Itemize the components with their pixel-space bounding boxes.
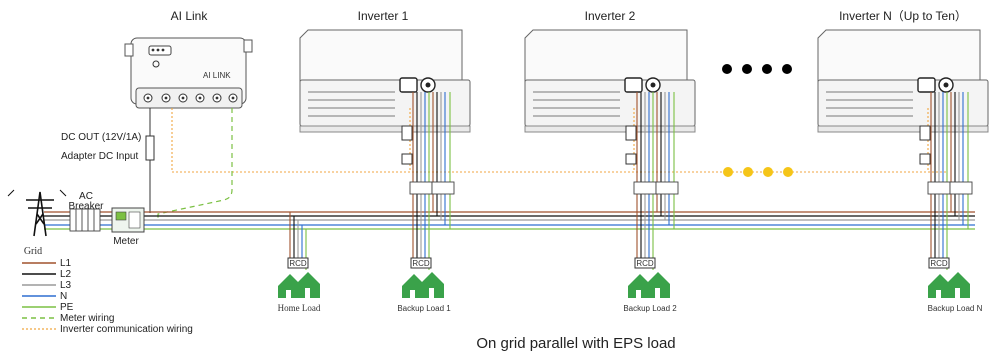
house-icon bbox=[628, 272, 670, 298]
ac-bus bbox=[44, 211, 975, 230]
svg-text:Meter wiring: Meter wiring bbox=[60, 313, 114, 324]
diagram-caption: On grid parallel with EPS load bbox=[476, 335, 675, 352]
svg-text:RCD: RCD bbox=[412, 259, 430, 268]
house-icon bbox=[402, 272, 444, 298]
legend-item-l1: L1 bbox=[22, 258, 72, 269]
ai-link-badge: AI LINK bbox=[203, 71, 231, 80]
ac-breakers bbox=[409, 181, 973, 195]
yellow-ellipsis bbox=[723, 167, 793, 177]
legend-item-meter-wiring: Meter wiring bbox=[22, 313, 114, 324]
svg-text:N: N bbox=[60, 291, 67, 302]
svg-text:RCD: RCD bbox=[930, 259, 948, 268]
ai-link-title: AI Link bbox=[171, 9, 209, 23]
grid-label: Grid bbox=[24, 246, 42, 257]
backup-load-n-label: Backup Load N bbox=[928, 304, 983, 313]
rcd-backup-n: RCD bbox=[928, 257, 950, 269]
svg-text:RCD: RCD bbox=[289, 259, 307, 268]
ac-breaker-label-2: Breaker bbox=[68, 201, 104, 212]
inverter-2-title: Inverter 2 bbox=[585, 9, 636, 23]
svg-text:L3: L3 bbox=[60, 280, 72, 291]
home-load-drop bbox=[289, 212, 307, 270]
svg-text:PE: PE bbox=[60, 302, 74, 313]
ac-breaker bbox=[69, 208, 101, 232]
dc-out-label: DC OUT (12V/1A) bbox=[61, 132, 141, 143]
house-icon bbox=[928, 272, 970, 298]
transmission-tower-icon bbox=[7, 189, 67, 237]
backup-load-1-label: Backup Load 1 bbox=[397, 304, 451, 313]
inverter-connectors bbox=[401, 125, 931, 165]
inverter-1-title: Inverter 1 bbox=[358, 9, 409, 23]
inverter-n bbox=[817, 29, 989, 133]
dc-adapter bbox=[145, 108, 155, 213]
eps-drops bbox=[412, 92, 948, 270]
ac-breaker-label-1: AC bbox=[79, 191, 93, 202]
legend-item-l3: L3 bbox=[22, 280, 72, 291]
backup-load-2-label: Backup Load 2 bbox=[623, 304, 677, 313]
rcd-backup-2: RCD bbox=[634, 257, 656, 269]
legend-item-comm-wiring: Inverter communication wiring bbox=[22, 324, 193, 335]
rcd-backup-1: RCD bbox=[410, 257, 432, 269]
meter-device bbox=[111, 207, 145, 233]
legend: L1 L2 L3 N PE Meter wiring Inverter comm… bbox=[22, 258, 193, 335]
ai-link-device: AI LINK bbox=[124, 37, 253, 109]
svg-text:Inverter communication wiring: Inverter communication wiring bbox=[60, 324, 193, 335]
svg-text:L2: L2 bbox=[60, 269, 72, 280]
svg-text:L1: L1 bbox=[60, 258, 72, 269]
meter-wiring bbox=[157, 108, 233, 220]
more-inverters-ellipsis bbox=[722, 64, 792, 74]
legend-item-pe: PE bbox=[22, 302, 74, 313]
home-load-label: Home Load bbox=[278, 303, 321, 313]
house-icon bbox=[278, 272, 320, 298]
rcd-home: RCD bbox=[287, 257, 309, 269]
inverter-1 bbox=[299, 29, 471, 133]
legend-item-l2: L2 bbox=[22, 269, 72, 280]
svg-text:RCD: RCD bbox=[636, 259, 654, 268]
inverter-n-title: Inverter N（Up to Ten） bbox=[839, 9, 967, 23]
adapter-dc-input-label: Adapter DC Input bbox=[61, 151, 138, 162]
legend-item-n: N bbox=[22, 291, 67, 302]
inverter-ac-drops bbox=[432, 92, 969, 229]
meter-label: Meter bbox=[113, 236, 139, 247]
